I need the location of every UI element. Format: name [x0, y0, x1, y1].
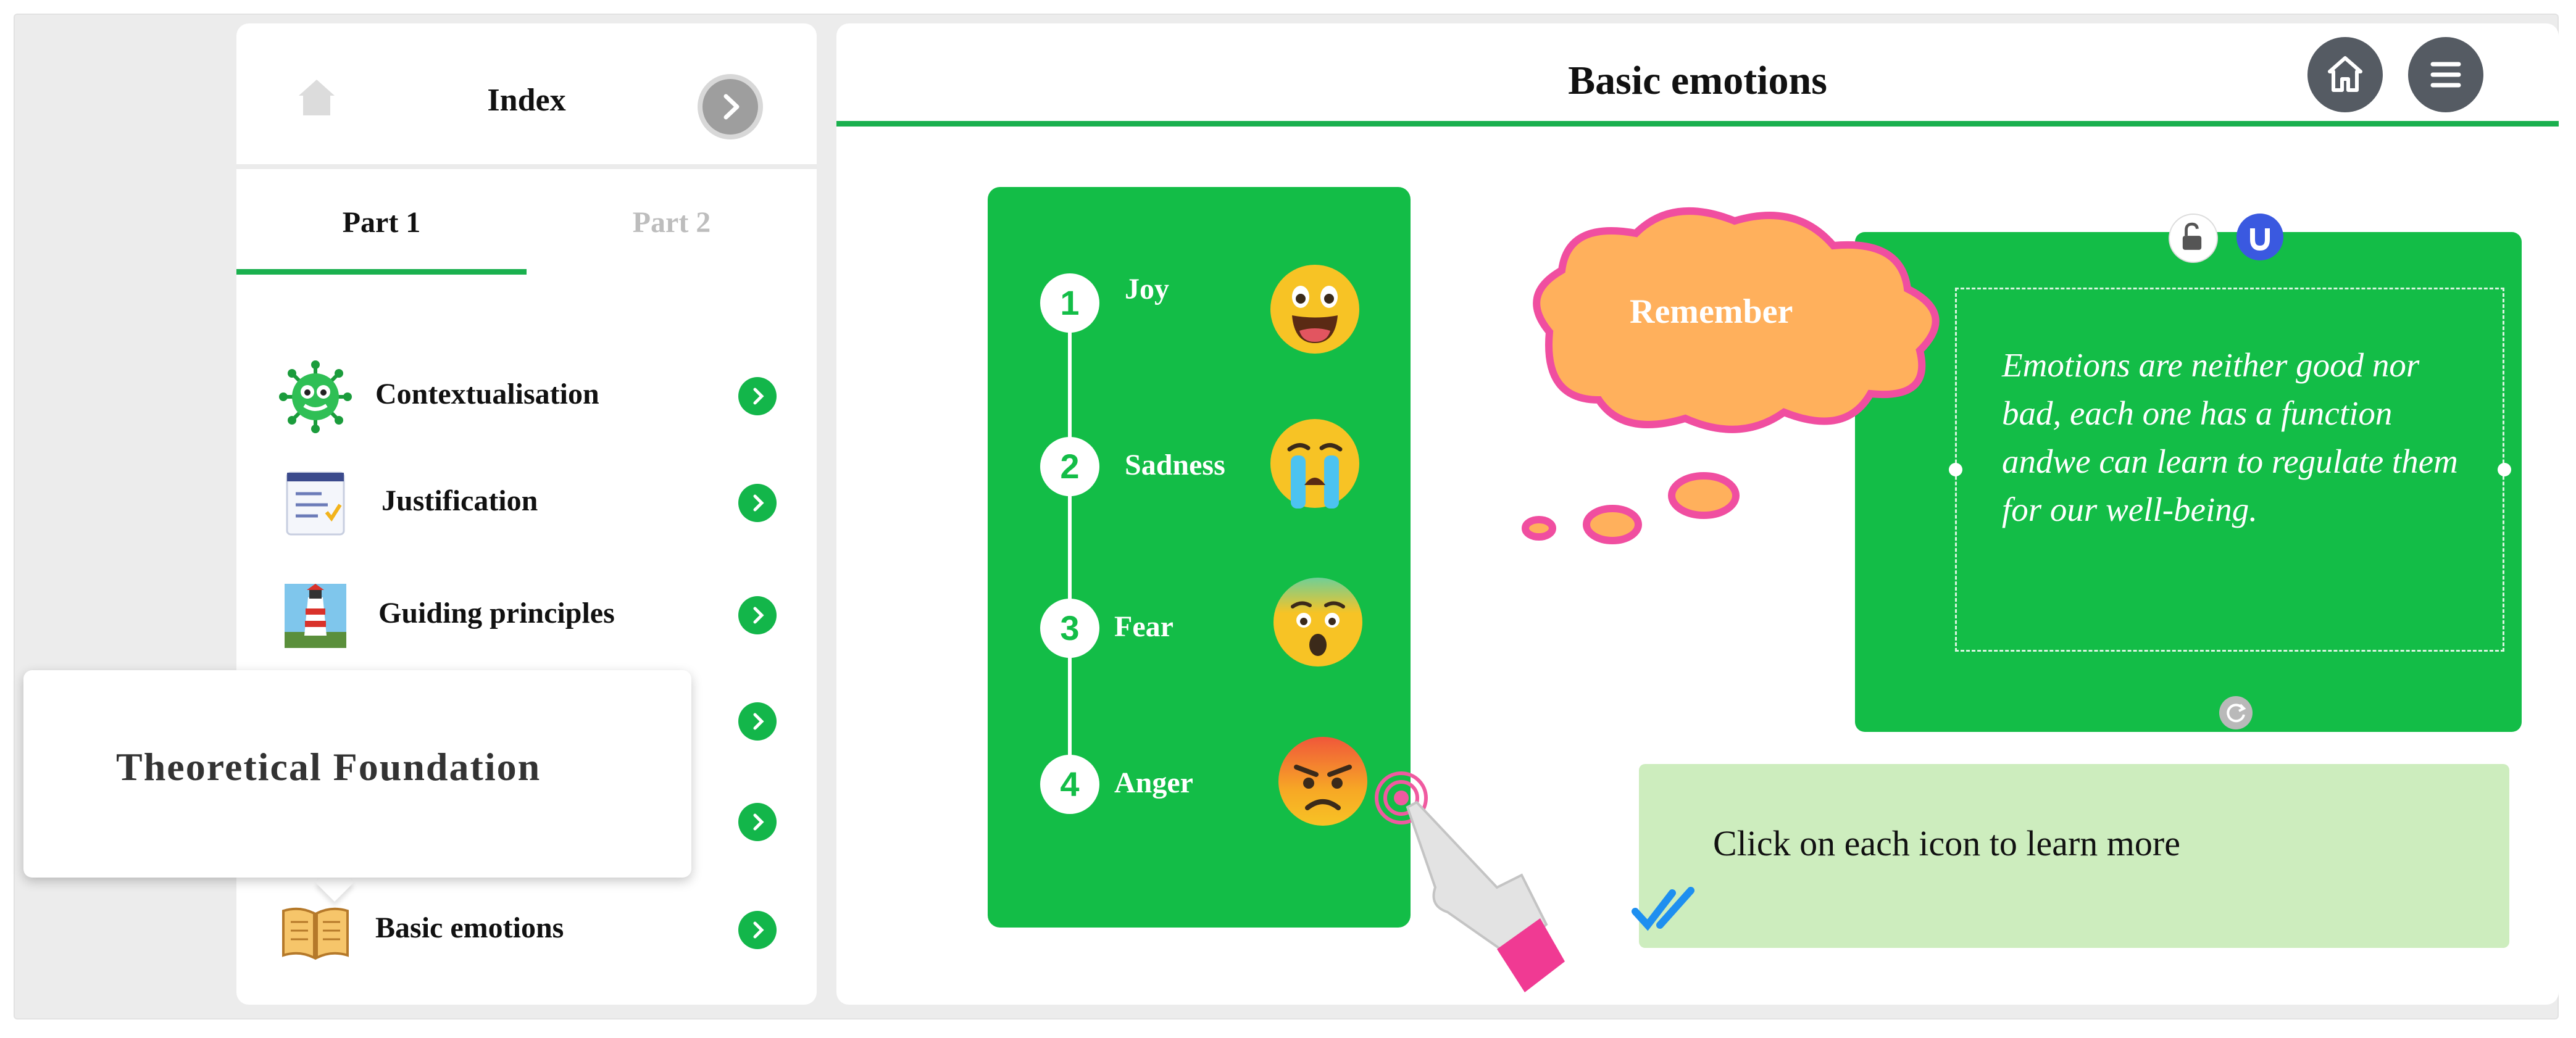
chevron-right-icon	[723, 94, 740, 120]
tooltip-card: Theoretical Foundation	[23, 670, 691, 878]
sidebar-item-label: Basic emotions	[375, 911, 564, 944]
sidebar-item-basic-emotions[interactable]: Basic emotions	[236, 887, 817, 974]
rotate-button[interactable]	[2219, 696, 2253, 729]
sidebar-title: Index	[487, 83, 566, 118]
go-arrow-button[interactable]	[738, 803, 777, 841]
unlock-button[interactable]	[2169, 214, 2218, 263]
step-number: 2	[1040, 437, 1099, 496]
title-underline	[836, 121, 2559, 127]
magnet-icon	[2250, 228, 2270, 251]
go-arrow-button[interactable]	[738, 702, 777, 741]
home-button[interactable]	[2307, 37, 2383, 112]
instruction-box: Click on each icon to learn more	[1639, 764, 2509, 948]
home-icon	[2328, 56, 2362, 92]
angry-face-icon[interactable]	[1277, 735, 1369, 828]
go-arrow-button[interactable]	[738, 377, 777, 415]
step-number: 4	[1040, 755, 1099, 814]
sidebar-item-label: Justification	[381, 484, 538, 517]
go-arrow-button[interactable]	[738, 484, 777, 522]
page-title: Basic emotions	[1568, 58, 1827, 103]
next-arrow-button[interactable]	[702, 79, 758, 135]
tab-part-1[interactable]: Part 1	[342, 206, 421, 239]
main-panel: Basic emotions 1 Joy 2 Sa	[836, 23, 2559, 1005]
virus-icon	[279, 360, 352, 433]
remember-text: Emotions are neither good nor bad, each …	[2002, 346, 2458, 528]
double-check-icon	[1632, 887, 1694, 931]
thought-cloud	[1522, 207, 1940, 544]
tooltip-text: Theoretical Foundation	[116, 745, 541, 789]
chevron-right-icon	[753, 607, 764, 624]
menu-button[interactable]	[2408, 37, 2483, 112]
remember-label: Remember	[1630, 293, 1793, 331]
step-number: 1	[1040, 273, 1099, 333]
rotate-icon	[2227, 704, 2246, 723]
emotion-item-anger[interactable]: 4 Anger	[988, 735, 1411, 837]
crying-face-icon[interactable]	[1269, 417, 1361, 510]
sidebar-item-justification[interactable]: Justification	[236, 460, 817, 547]
chevron-right-icon	[753, 921, 764, 939]
emotion-label: Fear	[1114, 610, 1173, 643]
sidebar-item-label: Contextualisation	[375, 378, 599, 410]
timeline-line	[1068, 286, 1072, 773]
emotion-item-joy[interactable]: 1 Joy	[988, 257, 1411, 355]
emotion-label: Anger	[1114, 766, 1193, 799]
lighthouse-icon	[285, 584, 346, 648]
sidebar-item-hidden[interactable]	[236, 779, 817, 866]
sidebar-item-guiding-principles[interactable]: Guiding principles	[236, 573, 817, 659]
unlock-icon	[2182, 222, 2202, 250]
magnet-button[interactable]	[2236, 214, 2283, 260]
checklist-icon	[286, 471, 345, 536]
open-book-icon	[282, 907, 349, 960]
emotion-item-sadness[interactable]: 2 Sadness	[988, 417, 1411, 519]
chevron-right-icon	[753, 388, 764, 405]
sidebar-item-label: Guiding principles	[378, 597, 615, 629]
emotion-item-fear[interactable]: 3 Fear	[988, 578, 1411, 681]
go-arrow-button[interactable]	[738, 911, 777, 949]
go-arrow-button[interactable]	[738, 596, 777, 634]
resize-handle[interactable]	[2498, 463, 2511, 476]
emotions-card: 1 Joy 2 Sadness 3 Fea	[988, 187, 1411, 928]
remember-panel	[1855, 232, 2522, 732]
instruction-text: Click on each icon to learn more	[1713, 823, 2180, 863]
step-number: 3	[1040, 599, 1099, 658]
active-tab-indicator	[236, 269, 527, 275]
joy-face-icon[interactable]	[1269, 263, 1361, 355]
pointing-hand-icon	[1375, 771, 1565, 992]
chevron-right-icon	[753, 813, 764, 831]
emotion-label: Joy	[1125, 273, 1169, 305]
tab-part-2[interactable]: Part 2	[632, 206, 711, 239]
emotion-label: Sadness	[1125, 449, 1225, 481]
chevron-right-icon	[753, 494, 764, 512]
sidebar-header: Index	[236, 23, 817, 165]
sidebar-item-contextualisation[interactable]: Contextualisation	[236, 354, 817, 440]
hamburger-menu-icon	[2430, 62, 2461, 88]
sidebar-divider	[236, 164, 817, 169]
home-icon[interactable]	[295, 76, 338, 119]
fearful-face-icon[interactable]	[1272, 576, 1364, 668]
chevron-right-icon	[753, 713, 764, 730]
resize-handle[interactable]	[1949, 463, 1962, 476]
